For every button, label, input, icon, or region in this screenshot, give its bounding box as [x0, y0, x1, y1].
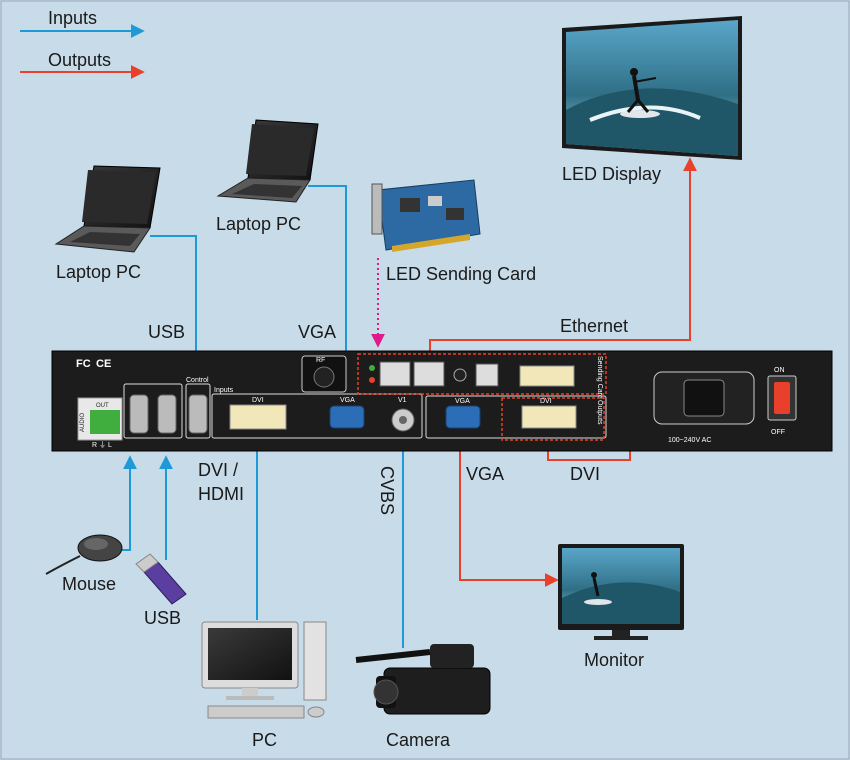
- status-led-green: [369, 365, 375, 371]
- usb-port-2: [157, 394, 177, 434]
- pc-label: PC: [252, 730, 277, 750]
- v1-label: V1: [398, 397, 407, 404]
- audio-rgl-label: R ⏚ L: [92, 441, 112, 449]
- sending-card-slot: [357, 353, 607, 395]
- usb-stick: USB: [135, 553, 187, 628]
- dvi-out-label: DVI: [540, 398, 552, 405]
- legend-inputs-label: Inputs: [48, 8, 97, 28]
- outputs-group: [425, 395, 607, 439]
- vga-out-connection-label: VGA: [466, 464, 504, 484]
- switch-on-label: ON: [774, 367, 785, 374]
- laptop-top: Laptop PC: [216, 119, 319, 234]
- led-display: LED Display: [562, 16, 742, 184]
- dvi-output-highlight: [501, 397, 605, 441]
- vga-input-line: [308, 185, 353, 397]
- mouse-input-line: [122, 455, 137, 551]
- dvi-out-connection-label: DVI: [570, 464, 600, 484]
- cvbs-connection-label: CVBS: [377, 466, 397, 515]
- vga-input-port: [329, 405, 365, 429]
- camera-label: Camera: [386, 730, 451, 750]
- switch-off-label: OFF: [771, 429, 785, 436]
- pc: PC: [201, 621, 327, 750]
- rf-label: RF: [316, 357, 325, 364]
- led-sending-card: LED Sending Card: [371, 179, 536, 284]
- sending-card-tag: Sending Card: [596, 356, 603, 399]
- monitor-label: Monitor: [584, 650, 644, 670]
- sending-card-label: LED Sending Card: [386, 264, 536, 284]
- laptop-left-label: Laptop PC: [56, 262, 141, 282]
- inputs-tag: Inputs: [214, 387, 234, 394]
- rf-port: [313, 366, 335, 388]
- usb-input-line: [150, 235, 203, 373]
- card-usb-port: [475, 363, 499, 387]
- status-led-red: [369, 377, 375, 383]
- vga-output-line: [459, 432, 559, 587]
- fc-mark: FC: [76, 358, 91, 370]
- ethernet-port-2: [413, 361, 445, 387]
- mouse-label: Mouse: [62, 574, 116, 594]
- legend-outputs-label: Outputs: [48, 50, 111, 70]
- dvi-in-label: DVI: [252, 397, 264, 404]
- ethernet-connection-label: Ethernet: [560, 316, 628, 336]
- usb-port-1: [129, 394, 149, 434]
- card-dvi-port: [519, 365, 575, 387]
- outputs-tag: Outputs: [596, 400, 603, 425]
- usb-stick-label: USB: [144, 608, 181, 628]
- device-front-panel: FC CE AUDIO OUT R ⏚ L Control Inputs DVI…: [51, 350, 833, 452]
- control-port-group: [185, 383, 211, 439]
- vga-output-port: [445, 405, 481, 429]
- dvi-input-port: [229, 404, 287, 430]
- power-switch-rocker[interactable]: [774, 382, 790, 414]
- reset-button[interactable]: [453, 368, 467, 382]
- dvi-hdmi-label-line1: DVI /: [198, 460, 238, 480]
- monitor: Monitor: [558, 544, 684, 670]
- ethernet-port-1: [379, 361, 411, 387]
- vga-in-label: VGA: [340, 397, 355, 404]
- dvi-output-port: [521, 405, 577, 429]
- led-display-label: LED Display: [562, 164, 661, 184]
- usb-connection-label: USB: [148, 322, 185, 342]
- audio-out-label: OUT: [96, 403, 109, 409]
- power-rating-label: 100~240V AC: [668, 437, 711, 444]
- laptop-top-label: Laptop PC: [216, 214, 301, 234]
- inputs-group: [211, 393, 423, 439]
- usb-port-group: [123, 383, 183, 439]
- control-label: Control: [186, 377, 209, 384]
- vga-in-connection-label: VGA: [298, 322, 336, 342]
- ce-mark: CE: [96, 358, 111, 370]
- control-usb-port: [188, 394, 208, 434]
- camera: Camera: [355, 644, 491, 750]
- power-socket: [683, 379, 725, 417]
- audio-label: AUDIO: [80, 413, 86, 432]
- dvi-hdmi-label-line2: HDMI: [198, 484, 244, 504]
- laptop-left: Laptop PC: [54, 165, 161, 282]
- audio-terminal: [90, 410, 120, 434]
- legend: Inputs Outputs: [20, 8, 145, 79]
- vga-out-label: VGA: [455, 398, 470, 405]
- mouse: Mouse: [45, 534, 123, 594]
- cvbs-bnc-pin: [399, 416, 407, 424]
